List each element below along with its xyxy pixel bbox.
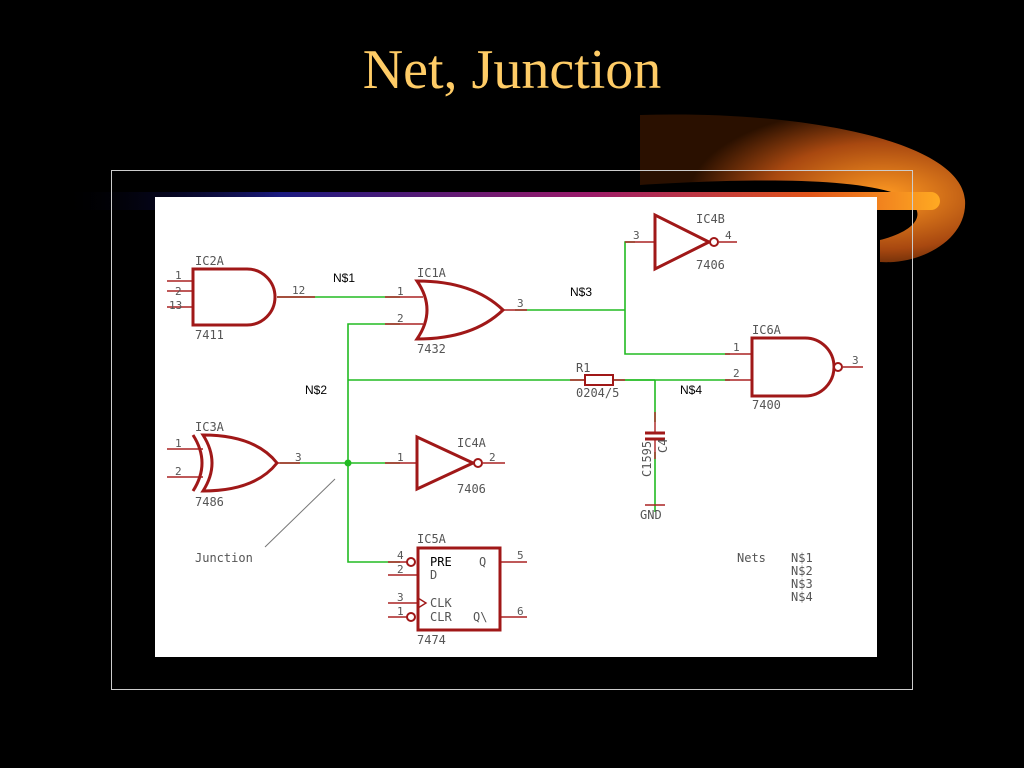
ic4a-pin-1: 1: [397, 451, 404, 464]
slide-frame: [111, 170, 913, 690]
ic2a-value: 7411: [195, 328, 224, 342]
junction-pointer-line: [264, 478, 336, 548]
c4-value: C1595: [640, 441, 654, 477]
ic2a-and-gate: IC2A 7411 1 2 13 12: [167, 254, 315, 342]
ic2a-name: IC2A: [195, 254, 225, 268]
ic4a-inverter: IC4A 7406 1 2: [385, 434, 505, 496]
ic3a-name: IC3A: [195, 420, 225, 434]
gnd-symbol: GND: [640, 504, 665, 522]
r1-resistor: R1 0204/5: [570, 361, 625, 400]
ic5a-pin-2: 2: [397, 563, 404, 576]
schematic-diagram: IC2A 7411 1 2 13 12 IC1A 7432 1 2 3 IC3A…: [155, 197, 877, 657]
ic5a-value: 7474: [417, 633, 446, 647]
ic3a-value: 7486: [195, 495, 224, 509]
c4-capacitor: C1595 C4: [640, 412, 670, 477]
legend-item-n2: N$2: [791, 564, 813, 578]
legend-title: Nets: [737, 551, 766, 565]
ic4b-name: IC4B: [696, 212, 725, 226]
nets-legend: Nets N$1 N$2 N$3 N$4: [737, 551, 813, 604]
ic5a-pin-6: 6: [517, 605, 524, 618]
ic5a-label-q: Q: [479, 555, 486, 569]
gnd-label: GND: [640, 508, 662, 522]
ic5a-label-clk: CLK: [430, 596, 452, 610]
net-label-n3: N$3: [570, 285, 592, 299]
ic4a-name: IC4A: [457, 436, 487, 450]
ic4b-value: 7406: [696, 258, 725, 272]
ic1a-pin-3: 3: [517, 297, 524, 310]
ic2a-pin-12: 12: [292, 284, 305, 297]
ic5a-label-clr: CLR: [430, 610, 452, 624]
net-label-n4: N$4: [680, 383, 702, 397]
ic5a-pin-1: 1: [397, 605, 404, 618]
ic6a-nand-gate: IC6A 7400 1 2 3: [725, 323, 863, 412]
ic1a-pin-1: 1: [397, 285, 404, 298]
ic5a-label-pre: PRE: [430, 555, 452, 569]
ic2a-pin-2: 2: [175, 285, 182, 298]
ic5a-pin-3: 3: [397, 591, 404, 604]
legend-item-n4: N$4: [791, 590, 813, 604]
ic6a-pin-3: 3: [852, 354, 859, 367]
ic3a-pin-1: 1: [175, 437, 182, 450]
ic6a-pin-1: 1: [733, 341, 740, 354]
ic1a-value: 7432: [417, 342, 446, 356]
ic5a-pin-5: 5: [517, 549, 524, 562]
ic4b-inverter: IC4B 7406 3 4: [625, 212, 737, 272]
ic5a-label-q-bar: Q\: [473, 610, 487, 624]
ic5a-name: IC5A: [417, 532, 447, 546]
ic5a-label-d: D: [430, 568, 437, 582]
ic5a-pin-4: 4: [397, 549, 404, 562]
ic6a-name: IC6A: [752, 323, 782, 337]
ic3a-pin-3: 3: [295, 451, 302, 464]
ic5a-flip-flop: IC5A 7474 PRE D CLK CLR Q Q\ 4 2 3 1 5 6: [388, 532, 527, 647]
junction-label: Junction: [195, 551, 253, 565]
net-n2-wire: [280, 323, 655, 563]
ic2a-pin-13: 13: [169, 299, 182, 312]
r1-name: R1: [576, 361, 590, 375]
legend-item-n3: N$3: [791, 577, 813, 591]
c4-name: C4: [656, 439, 670, 453]
ic4b-pin-3: 3: [633, 229, 640, 242]
ic4b-pin-4: 4: [725, 229, 732, 242]
junction-dot: [344, 459, 352, 467]
legend-item-n1: N$1: [791, 551, 813, 565]
ic2a-pin-1: 1: [175, 269, 182, 282]
net-label-n1: N$1: [333, 271, 355, 285]
ic1a-pin-2: 2: [397, 312, 404, 325]
net-wires: [277, 241, 730, 563]
r1-value: 0204/5: [576, 386, 619, 400]
ic3a-pin-2: 2: [175, 465, 182, 478]
ic4a-value: 7406: [457, 482, 486, 496]
slide-title: Net, Junction: [362, 39, 662, 101]
ic6a-pin-2: 2: [733, 367, 740, 380]
ic1a-name: IC1A: [417, 266, 447, 280]
ic1a-or-gate: IC1A 7432 1 2 3: [385, 266, 527, 356]
ic3a-xor-gate: IC3A 7486 1 2 3: [167, 420, 302, 509]
ic6a-value: 7400: [752, 398, 781, 412]
ic4a-pin-2: 2: [489, 451, 496, 464]
net-label-n2: N$2: [305, 383, 327, 397]
